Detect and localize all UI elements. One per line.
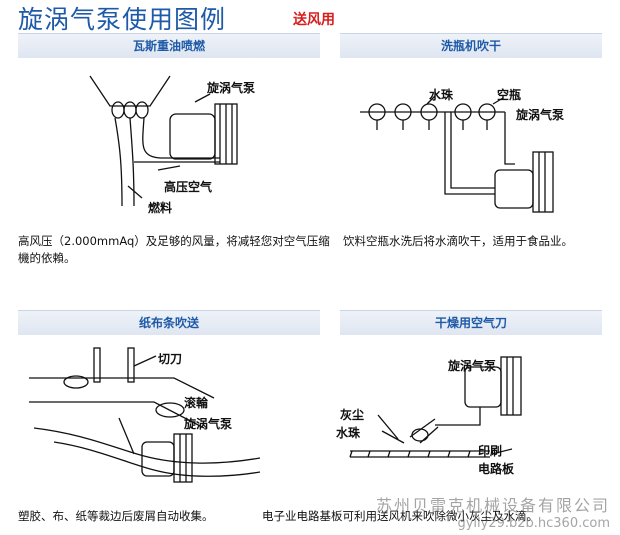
- label-dust: 灰尘: [340, 408, 365, 422]
- panel-description-air-knife: 电子业电路基板可利用送风机来吹除微小灰尘及水滴。: [262, 509, 538, 523]
- panel-heading-air-knife: 干燥用空气刀: [340, 310, 602, 335]
- watermark-url: gylly29.b2b.hc360.com: [457, 516, 610, 531]
- label-high-pressure-air: 高压空气: [164, 180, 213, 194]
- watermark-company: 苏州贝雷克机械设备有限公司: [375, 496, 610, 515]
- watermark: 苏州贝雷克机械设备有限公司 gylly29.b2b.hc360.com: [376, 492, 610, 531]
- bottle-dryer-diagram: [360, 95, 554, 213]
- air-knife-diagram: [349, 356, 522, 458]
- label-pump: 旋涡气泵: [207, 81, 256, 95]
- page-title: 旋涡气泵使用图例: [18, 5, 227, 34]
- panel-heading-burner: 瓦斯重油喷燃: [18, 33, 320, 58]
- label-circuit-board: 电路板: [478, 462, 515, 476]
- panel-description-bottle-dryer: 饮料空瓶水洗后将水滴吹干，适用于食品业。: [343, 234, 573, 248]
- label-water-drops: 水珠: [336, 426, 361, 440]
- panel-heading-strip-conveying: 纸布条吹送: [18, 310, 320, 335]
- label-empty-bottle: 空瓶: [497, 88, 522, 102]
- label-cutter: 切刀: [158, 352, 183, 366]
- label-fuel: 燃料: [148, 201, 173, 215]
- panel-heading-bottle-dryer: 洗瓶机吹干: [340, 33, 602, 58]
- panel-description-strip-conveying: 塑胶、布、纸等裁边后废屑自动收集。: [18, 509, 214, 523]
- burner-diagram: [89, 75, 238, 207]
- label-pump: 旋涡气泵: [184, 417, 233, 431]
- label-roller: 滚輪: [184, 396, 209, 410]
- label-pump: 旋涡气泵: [448, 359, 497, 373]
- strip-conveying-diagram: [29, 347, 261, 483]
- page-subtitle: 送风用: [293, 12, 335, 28]
- label-water-drops: 水珠: [429, 88, 454, 102]
- label-printed: 印刷: [478, 444, 503, 458]
- label-pump: 旋涡气泵: [516, 108, 565, 122]
- panel-description-burner: 高风压（2.000mmAq）及足够的风量，将减轻您对空气压缩機的依賴。: [18, 234, 330, 265]
